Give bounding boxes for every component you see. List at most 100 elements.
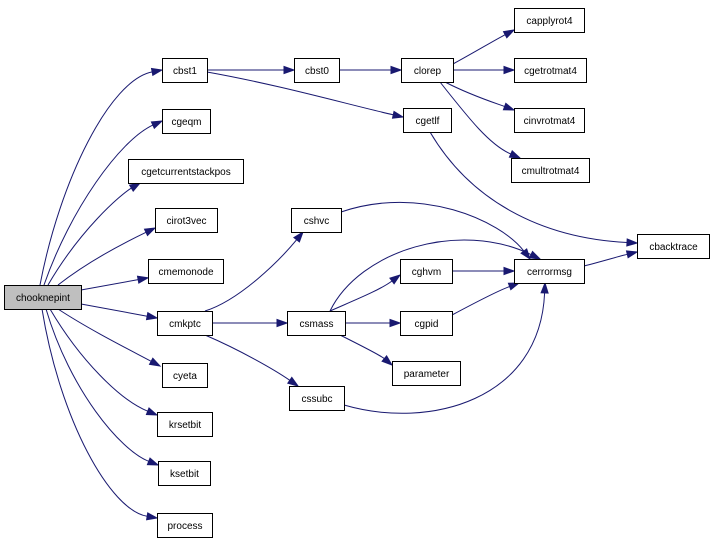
edge-chooknepint-to-cirot3vec [57, 231, 147, 286]
arrowhead-chooknepint-to-process [145, 512, 159, 521]
node-chooknepint-label: chooknepint [16, 293, 70, 304]
node-cmemonode[interactable]: cmemonode [148, 259, 224, 284]
node-cyeta[interactable]: cyeta [162, 363, 208, 388]
arrowhead-cghvm-to-cerrormsg [503, 266, 516, 276]
node-cmkptc-label: cmkptc [169, 319, 201, 330]
node-cgetcurrentstackpos-label: cgetcurrentstackpos [141, 167, 231, 178]
arrowhead-clorep-to-capplyrot4 [502, 29, 516, 39]
edge-cerrormsg-to-cbacktrace [583, 253, 628, 267]
node-cgetlf-label: cgetlf [416, 116, 440, 127]
edge-chooknepint-to-cgeqm [43, 124, 154, 286]
node-cbst0[interactable]: cbst0 [294, 58, 340, 83]
node-cgpid-label: cgpid [415, 319, 439, 330]
node-csmass[interactable]: csmass [287, 311, 346, 336]
node-cssubc[interactable]: cssubc [289, 386, 345, 411]
edge-cshvc-to-cerrormsg [340, 201, 525, 252]
edge-cmkptc-to-cssubc [204, 334, 291, 381]
node-cgetrotmat4[interactable]: cgetrotmat4 [514, 58, 587, 83]
node-cmultrotmat4[interactable]: cmultrotmat4 [511, 158, 590, 183]
node-cghvm[interactable]: cghvm [400, 259, 453, 284]
arrowhead-cssubc-to-cerrormsg [540, 281, 549, 294]
node-cgpid[interactable]: cgpid [400, 311, 453, 336]
arrowhead-csmass-to-cerrormsg [528, 250, 542, 260]
node-cshvc[interactable]: cshvc [291, 208, 342, 233]
node-cbst1[interactable]: cbst1 [162, 58, 208, 83]
edge-cgetlf-to-cbacktrace [429, 131, 628, 243]
arrowhead-cbst1-to-cbst0 [283, 65, 296, 75]
node-chooknepint[interactable]: chooknepint [4, 285, 82, 310]
node-cgetrotmat4-label: cgetrotmat4 [524, 66, 577, 77]
arrowhead-chooknepint-to-cmkptc [145, 311, 159, 321]
node-cinvrotmat4-label: cinvrotmat4 [524, 116, 576, 127]
node-cmkptc-box [157, 311, 213, 336]
node-csmass-box [287, 311, 346, 336]
edge-chooknepint-to-process [41, 308, 148, 517]
node-cmemonode-label: cmemonode [158, 267, 213, 278]
arrowhead-cbst1-to-cgetlf [391, 110, 405, 119]
node-cyeta-label: cyeta [173, 371, 197, 382]
node-ksetbit-label: ksetbit [170, 469, 199, 480]
node-cghvm-box [400, 259, 453, 284]
node-cgetcurrentstackpos-box [128, 159, 244, 184]
arrowhead-csmass-to-cgpid [389, 318, 402, 328]
node-cgeqm-box [162, 109, 211, 134]
edge-csmass-to-cerrormsg [329, 239, 532, 312]
node-cssubc-box [289, 386, 345, 411]
node-cssubc-label: cssubc [301, 394, 332, 405]
node-ksetbit[interactable]: ksetbit [158, 461, 211, 486]
node-cerrormsg-box [514, 259, 585, 284]
node-krsetbit-label: krsetbit [169, 420, 201, 431]
edge-chooknepint-to-krsetbit [49, 308, 148, 412]
node-cgetrotmat4-box [514, 58, 587, 83]
edge-chooknepint-to-cmemonode [80, 279, 139, 291]
node-cbacktrace[interactable]: cbacktrace [637, 234, 710, 259]
arrowhead-chooknepint-to-cgetcurrentstackpos [128, 182, 142, 192]
node-capplyrot4-label: capplyrot4 [526, 16, 573, 27]
node-cbst1-box [162, 58, 208, 83]
node-cbacktrace-label: cbacktrace [649, 242, 698, 253]
node-cyeta-box [162, 363, 208, 388]
arrowhead-chooknepint-to-cyeta [148, 357, 162, 367]
node-cirot3vec[interactable]: cirot3vec [155, 208, 218, 233]
node-cinvrotmat4[interactable]: cinvrotmat4 [514, 108, 585, 133]
node-process[interactable]: process [157, 513, 213, 538]
edge-cbst1-to-cgetlf [206, 71, 394, 116]
node-cgpid-box [400, 311, 453, 336]
node-krsetbit[interactable]: krsetbit [157, 412, 213, 437]
node-cshvc-label: cshvc [304, 216, 330, 227]
node-cbst1-label: cbst1 [173, 66, 197, 77]
edge-chooknepint-to-cyeta [57, 308, 152, 362]
edge-chooknepint-to-ksetbit [45, 308, 149, 462]
arrowhead-cmkptc-to-csmass [276, 318, 289, 328]
edge-cmkptc-to-cshvc [204, 239, 298, 312]
node-capplyrot4[interactable]: capplyrot4 [514, 8, 585, 33]
arrowhead-cgpid-to-cerrormsg [507, 282, 521, 291]
node-cgeqm[interactable]: cgeqm [162, 109, 211, 134]
node-cgeqm-label: cgeqm [171, 117, 201, 128]
edge-csmass-to-cghvm [329, 280, 393, 312]
node-cmkptc[interactable]: cmkptc [157, 311, 213, 336]
node-parameter[interactable]: parameter [392, 361, 461, 386]
node-capplyrot4-box [514, 8, 585, 33]
node-chooknepint-box [4, 285, 82, 310]
arrowhead-clorep-to-cgetrotmat4 [503, 65, 516, 75]
node-cbst0-box [294, 58, 340, 83]
node-cbacktrace-box [637, 234, 710, 259]
node-parameter-label: parameter [404, 369, 450, 380]
edge-clorep-to-capplyrot4 [452, 34, 506, 65]
node-cerrormsg[interactable]: cerrormsg [514, 259, 585, 284]
arrowhead-cmkptc-to-cshvc [293, 230, 304, 243]
node-ksetbit-box [158, 461, 211, 486]
node-clorep[interactable]: clorep [401, 58, 454, 83]
node-cgetlf[interactable]: cgetlf [403, 108, 452, 133]
arrowhead-cmkptc-to-cssubc [286, 376, 300, 387]
arrowhead-clorep-to-cmultrotmat4 [508, 149, 522, 159]
node-cgetcurrentstackpos[interactable]: cgetcurrentstackpos [128, 159, 244, 184]
edge-chooknepint-to-cgetcurrentstackpos [47, 187, 132, 286]
node-csmass-label: csmass [300, 319, 334, 330]
arrowhead-chooknepint-to-cgeqm [150, 120, 164, 130]
node-process-box [157, 513, 213, 538]
arrowhead-chooknepint-to-krsetbit [145, 407, 159, 416]
edge-clorep-to-cinvrotmat4 [444, 81, 505, 107]
